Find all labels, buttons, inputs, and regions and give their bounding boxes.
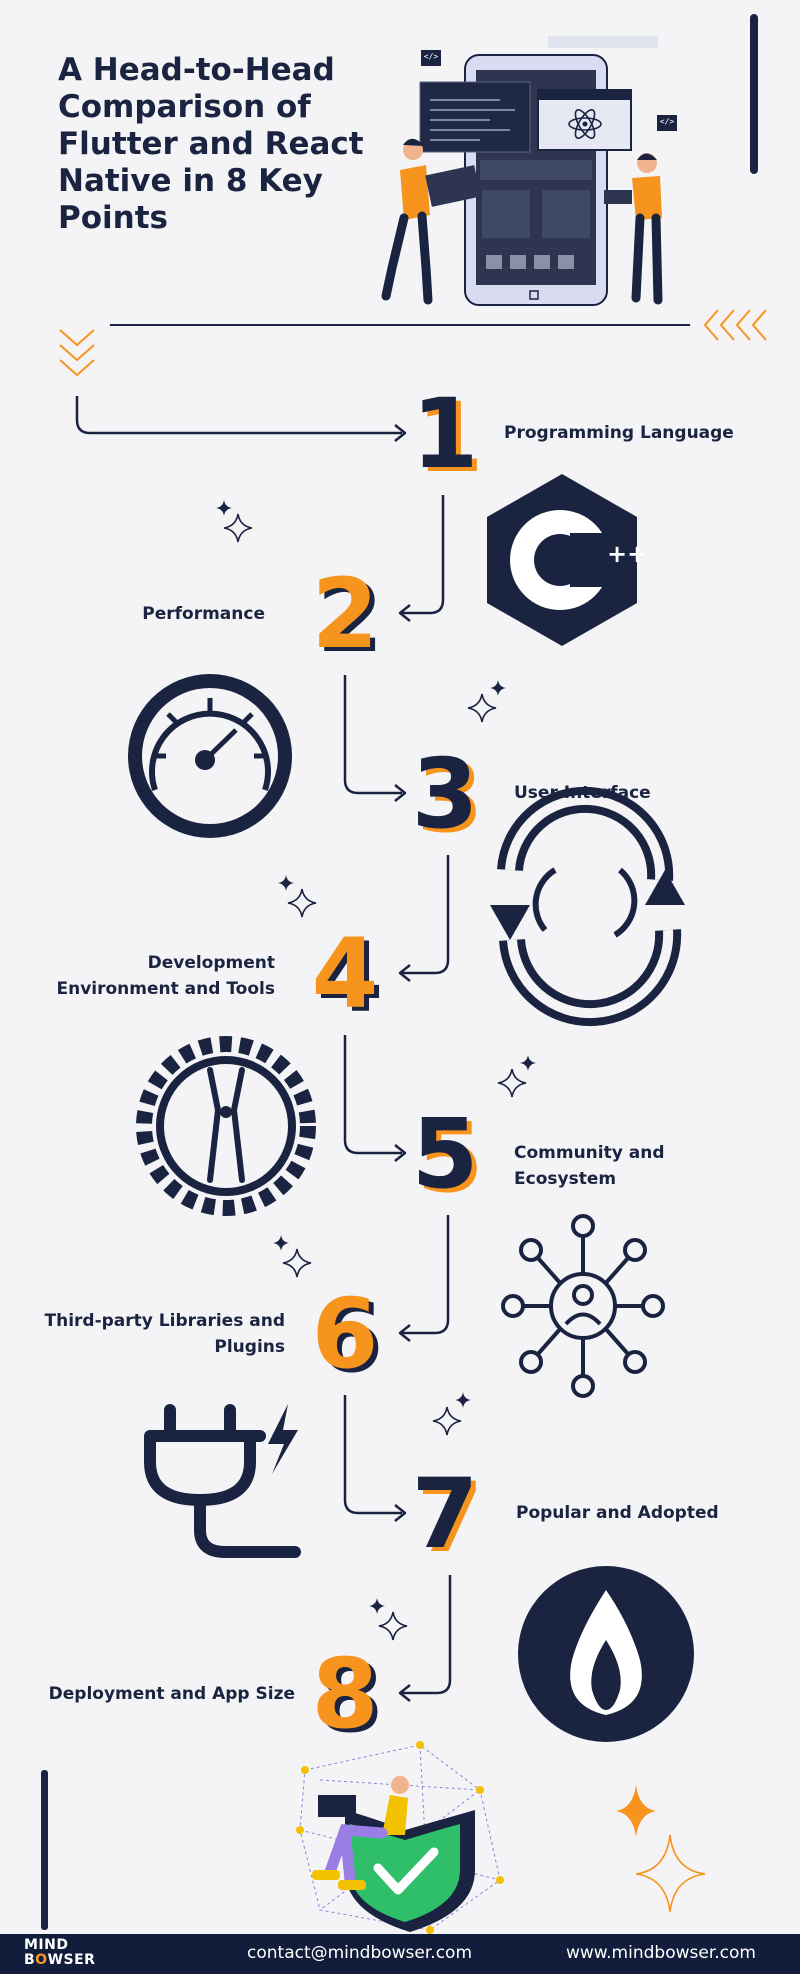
step-label-8: Deployment and App Size [48, 1684, 295, 1704]
step-number-3: 3 [411, 738, 479, 850]
brand-logo-line2: BOWSER [24, 1952, 96, 1968]
step-number-6: 6 [311, 1278, 379, 1390]
page-title: A Head-to-Head Comparison of Flutter and… [58, 52, 364, 236]
contact-email-link[interactable]: contact@mindbowser.com [247, 1943, 473, 1963]
step-label-2: Performance [142, 604, 265, 624]
developers-illustration [381, 36, 677, 306]
flame-icon [518, 1566, 694, 1742]
step-label-3: User Interface [514, 783, 651, 803]
brand-logo-line1: MIND [24, 1937, 69, 1953]
refresh-cycle-icon [490, 786, 685, 1027]
chevron-left-icon [703, 309, 767, 341]
step-number-4: 4 [311, 918, 379, 1030]
network-community-icon [501, 1214, 665, 1398]
plug-lightning-icon [144, 1404, 301, 1558]
gear-pliers-icon [136, 1036, 316, 1216]
step-number-7: 7 [411, 1458, 479, 1570]
security-shield-illustration [296, 1741, 504, 1934]
step-label-1: Programming Language [504, 423, 734, 443]
footer-bar: MIND BOWSER contact@mindbowser.com www.m… [0, 1934, 800, 1974]
website-link[interactable]: www.mindbowser.com [566, 1943, 756, 1963]
cpp-plus-label: ++ [607, 540, 648, 568]
cpp-hexagon-icon [487, 474, 637, 646]
step-label-5: Community and Ecosystem [514, 1143, 665, 1189]
step-label-7: Popular and Adopted [516, 1503, 719, 1523]
speedometer-icon [128, 674, 292, 838]
step-number-1: 1 [411, 378, 479, 490]
code-tag-icon: </> [659, 117, 675, 126]
step-label-6: Third-party Libraries and Plugins [44, 1311, 286, 1357]
step-number-5: 5 [411, 1098, 479, 1210]
brand-logo: MIND BOWSER [24, 1938, 95, 1968]
code-tag-icon: </> [423, 52, 439, 61]
step-label-4: Development Environment and Tools [56, 953, 276, 999]
chevron-down-icon [59, 329, 95, 377]
step-number-2: 2 [311, 558, 379, 670]
step-number-8: 8 [311, 1638, 379, 1750]
